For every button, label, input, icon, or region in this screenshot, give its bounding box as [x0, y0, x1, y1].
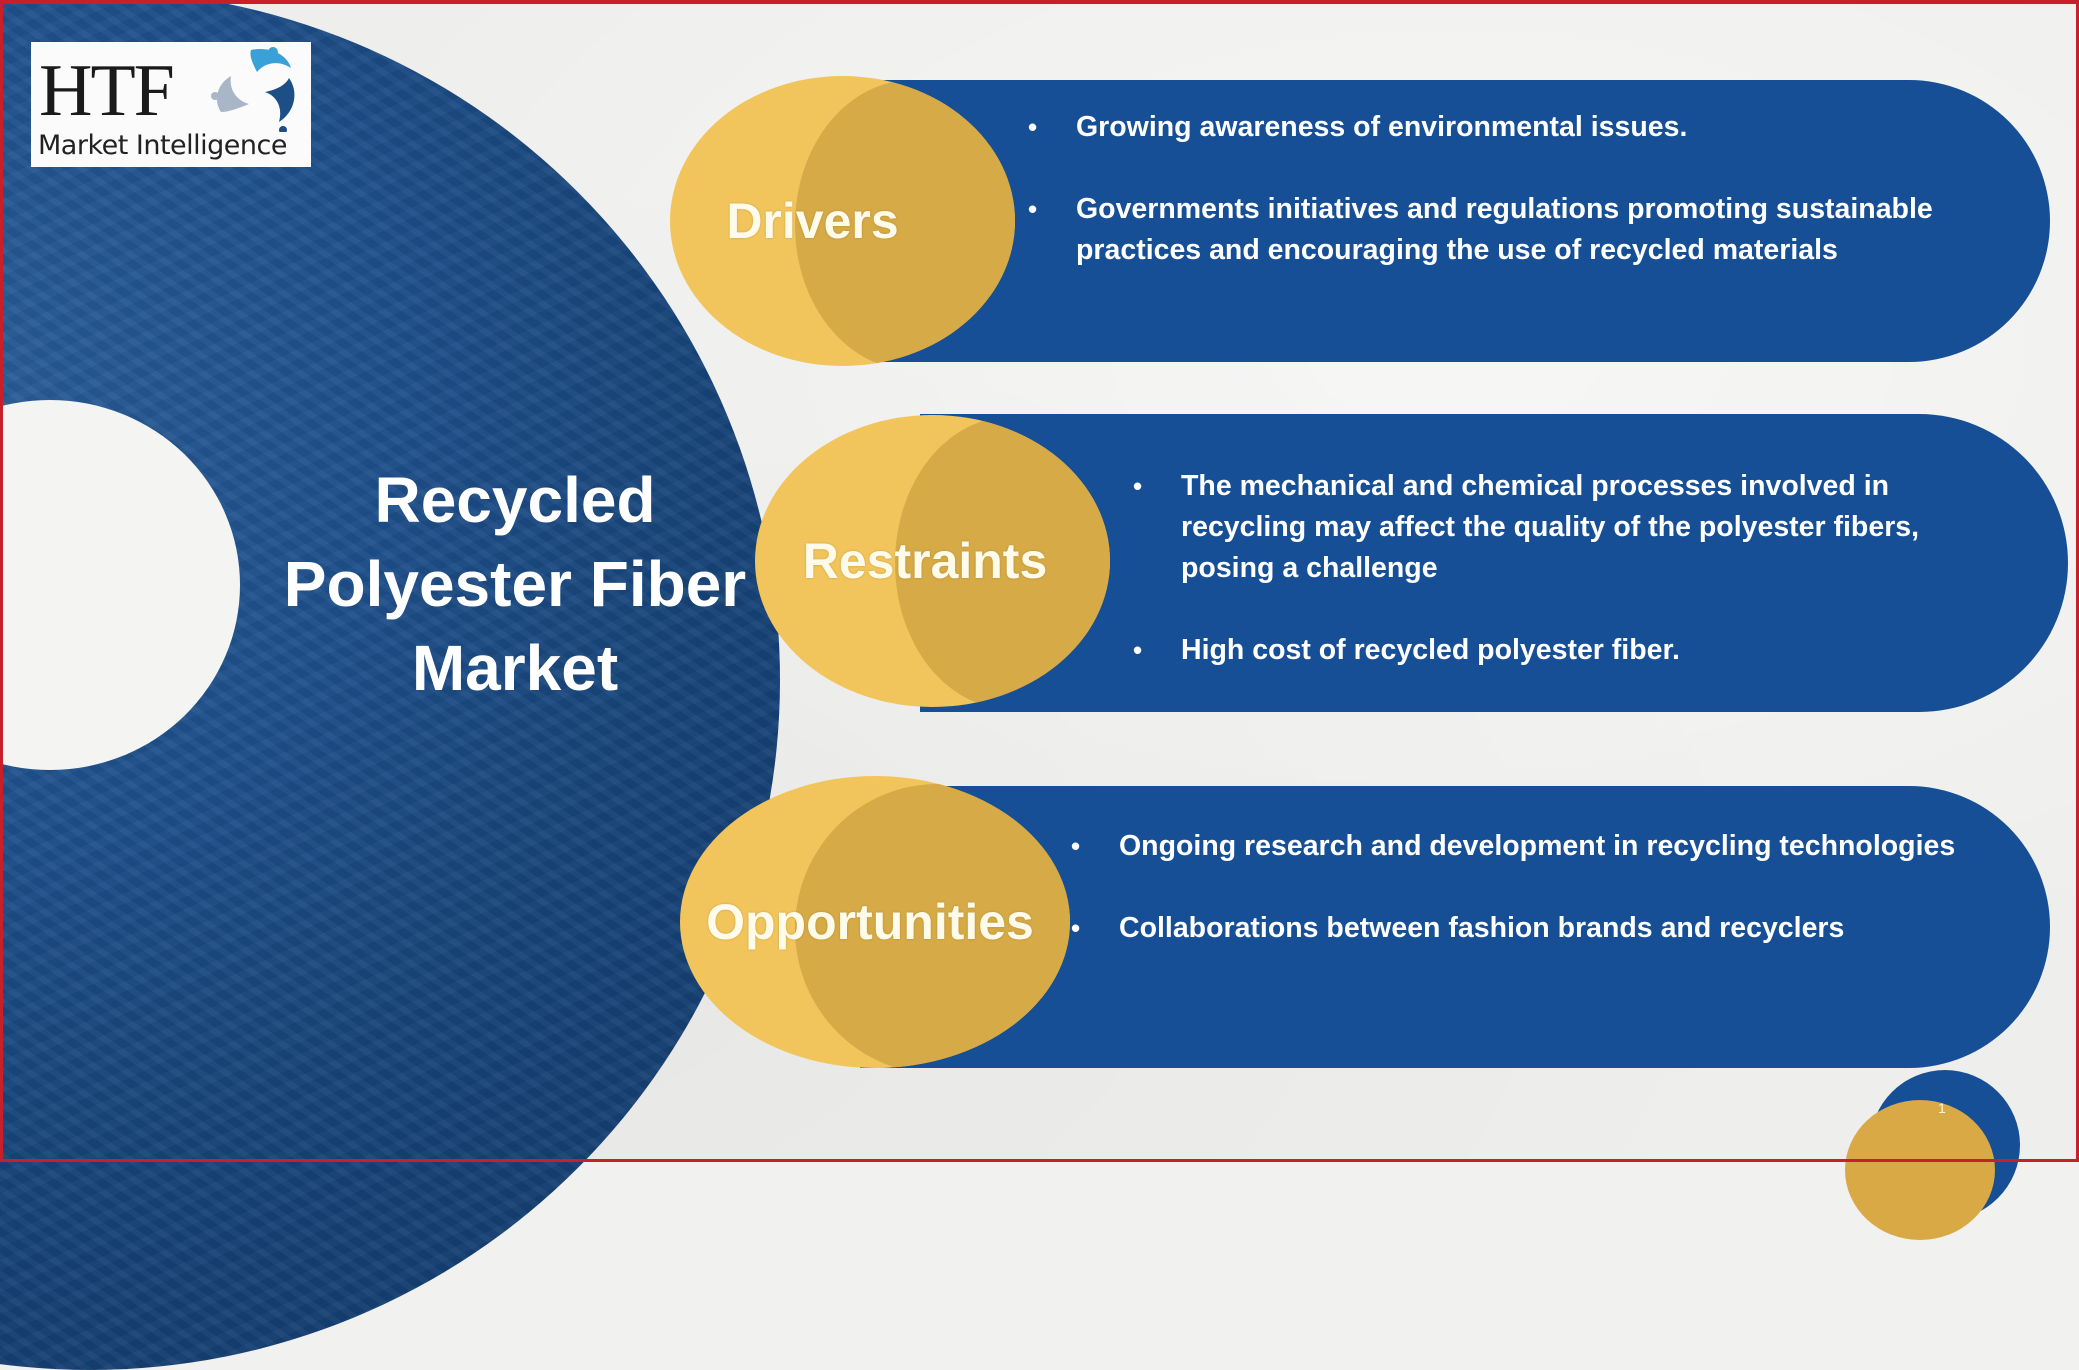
- page-number: 1: [1938, 1100, 1946, 1116]
- slide-title: Recycled Polyester Fiber Market: [265, 458, 765, 710]
- opportunities-item: Collaborations between fashion brands an…: [1071, 908, 1991, 949]
- opportunities-list: Ongoing research and development in recy…: [1071, 826, 1991, 990]
- drivers-badge-overlap: [795, 80, 1015, 366]
- restraints-list: The mechanical and chemical processes in…: [1133, 466, 2003, 712]
- title-line-3: Market: [411, 632, 619, 704]
- restraints-item: The mechanical and chemical processes in…: [1133, 466, 2003, 589]
- opportunities-badge-overlap: [795, 784, 1070, 1068]
- logo-tagline: Market Intelligence: [38, 130, 288, 161]
- htf-logo: HTF Market Intelligence: [31, 42, 311, 167]
- drivers-list: Growing awareness of environmental issue…: [1028, 107, 2018, 312]
- opportunities-badge: Opportunities: [680, 776, 1070, 1068]
- logo-swirl-icon: [211, 47, 295, 132]
- corner-decoration-gold: [1845, 1100, 1995, 1240]
- restraints-label: Restraints: [802, 533, 1048, 589]
- opportunities-item: Ongoing research and development in recy…: [1071, 826, 1991, 867]
- drivers-label: Drivers: [726, 193, 899, 249]
- drivers-badge: Drivers: [670, 76, 1015, 366]
- restraints-badge-overlap: [895, 417, 1110, 707]
- opportunities-label: Opportunities: [706, 894, 1034, 950]
- logo-brand-text: HTF: [39, 50, 175, 132]
- title-line-1: Recycled: [374, 464, 656, 536]
- restraints-badge: Restraints: [755, 415, 1110, 707]
- restraints-item: High cost of recycled polyester fiber.: [1133, 630, 2003, 671]
- title-line-2: Polyester Fiber: [283, 548, 747, 620]
- drivers-item: Governments initiatives and regulations …: [1028, 189, 2018, 271]
- drivers-item: Growing awareness of environmental issue…: [1028, 107, 2018, 148]
